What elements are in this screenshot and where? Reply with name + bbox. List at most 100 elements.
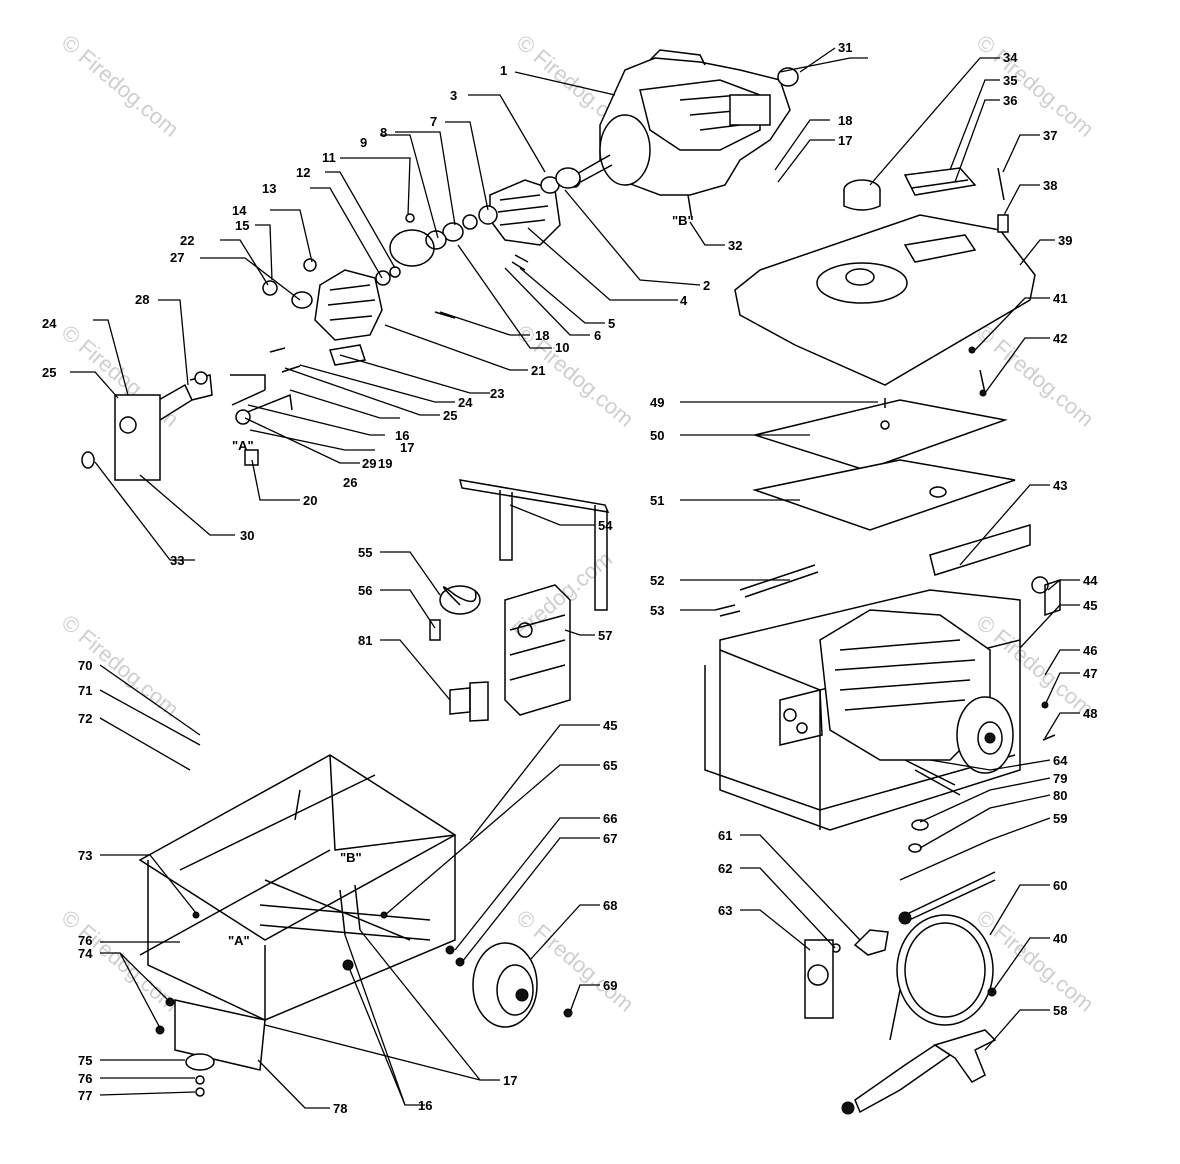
callout-17b: 17 — [503, 1073, 517, 1088]
callout-labels: 1 2 3 4 5 6 7 8 9 10 11 12 13 14 15 16 1… — [42, 40, 1098, 1116]
callout-47: 47 — [1083, 666, 1097, 681]
callout-45b: 45 — [603, 718, 617, 733]
watermark: © Firedog.com — [972, 30, 1099, 142]
handle-and-controls-illustration — [429, 479, 610, 722]
callout-81: 81 — [358, 633, 372, 648]
frame-illustration — [138, 754, 465, 1097]
callout-73: 73 — [78, 848, 92, 863]
callout-24b: 24 — [42, 316, 57, 331]
callout-21: 21 — [531, 363, 545, 378]
callout-31: 31 — [838, 40, 852, 55]
callout-66: 66 — [603, 811, 617, 826]
callout-9: 9 — [360, 135, 367, 150]
callout-22: 22 — [180, 233, 194, 248]
callout-4: 4 — [680, 293, 688, 308]
callout-19: 19 — [378, 456, 392, 471]
callout-23: 23 — [490, 386, 504, 401]
callout-32: 32 — [728, 238, 742, 253]
section-marker-b-frame: "B" — [340, 850, 362, 865]
callout-38: 38 — [1043, 178, 1057, 193]
callout-40: 40 — [1053, 931, 1067, 946]
callout-61: 61 — [718, 828, 732, 843]
callout-16b: 16 — [418, 1098, 432, 1113]
callout-28: 28 — [135, 292, 149, 307]
callout-15: 15 — [235, 218, 249, 233]
callout-18b: 18 — [838, 113, 852, 128]
callout-43: 43 — [1053, 478, 1067, 493]
callout-33: 33 — [170, 553, 184, 568]
callout-27: 27 — [170, 250, 184, 265]
callout-44: 44 — [1083, 573, 1098, 588]
callout-52: 52 — [650, 573, 664, 588]
callout-50: 50 — [650, 428, 664, 443]
callout-1: 1 — [500, 63, 507, 78]
callout-20: 20 — [303, 493, 317, 508]
callout-25b: 25 — [42, 365, 56, 380]
callout-48: 48 — [1083, 706, 1097, 721]
callout-10: 10 — [555, 340, 569, 355]
leader-lines — [70, 47, 1080, 1109]
callout-54: 54 — [598, 518, 613, 533]
callout-24: 24 — [458, 395, 473, 410]
callout-18: 18 — [535, 328, 549, 343]
callout-25: 25 — [443, 408, 457, 423]
callout-60: 60 — [1053, 878, 1067, 893]
callout-3: 3 — [450, 88, 457, 103]
callout-57: 57 — [598, 628, 612, 643]
callout-56: 56 — [358, 583, 372, 598]
callout-16: 16 — [395, 428, 409, 443]
callout-46: 46 — [1083, 643, 1097, 658]
callout-72: 72 — [78, 711, 92, 726]
panels-illustration — [714, 398, 1031, 617]
callout-8: 8 — [380, 125, 387, 140]
callout-51: 51 — [650, 493, 664, 508]
callout-26: 26 — [343, 475, 357, 490]
callout-17c: 17 — [838, 133, 852, 148]
callout-11: 11 — [322, 150, 336, 165]
watermark: © Firedog.com — [57, 30, 184, 142]
callout-75: 75 — [78, 1053, 92, 1068]
callout-58: 58 — [1053, 1003, 1067, 1018]
callout-49: 49 — [650, 395, 664, 410]
callout-12: 12 — [296, 165, 310, 180]
callout-74: 74 — [78, 946, 93, 961]
callout-17: 17 — [400, 440, 414, 455]
callout-35: 35 — [1003, 73, 1017, 88]
callout-53: 53 — [650, 603, 664, 618]
callout-69: 69 — [603, 978, 617, 993]
callout-39: 39 — [1058, 233, 1072, 248]
watermark: © Firedog.com — [972, 905, 1099, 1017]
callout-5: 5 — [608, 316, 615, 331]
callout-6: 6 — [594, 328, 601, 343]
callout-68: 68 — [603, 898, 617, 913]
fuel-tank-illustration — [687, 167, 1036, 394]
callout-13: 13 — [262, 181, 276, 196]
pump-assembly-illustration — [81, 167, 581, 481]
callout-37: 37 — [1043, 128, 1057, 143]
callout-14: 14 — [232, 203, 247, 218]
wheel-hose-gun-illustration — [472, 346, 1056, 1115]
section-marker-b: "B" — [672, 213, 694, 228]
section-marker-a: "A" — [232, 438, 254, 453]
callout-80: 80 — [1053, 788, 1067, 803]
callout-59: 59 — [1053, 811, 1067, 826]
callout-34: 34 — [1003, 50, 1018, 65]
callout-29: 29 — [362, 456, 376, 471]
section-marker-a-frame: "A" — [228, 933, 250, 948]
callout-65: 65 — [603, 758, 617, 773]
callout-2: 2 — [703, 278, 710, 293]
watermark: © Firedog.com — [972, 320, 1099, 432]
callout-78: 78 — [333, 1101, 347, 1116]
callout-45: 45 — [1083, 598, 1097, 613]
engine-illustration — [569, 49, 799, 196]
callout-41: 41 — [1053, 291, 1067, 306]
callout-30: 30 — [240, 528, 254, 543]
callout-76b: 76 — [78, 933, 92, 948]
callout-62: 62 — [718, 861, 732, 876]
callout-64: 64 — [1053, 753, 1068, 768]
callout-79: 79 — [1053, 771, 1067, 786]
callout-7: 7 — [430, 114, 437, 129]
callout-36: 36 — [1003, 93, 1017, 108]
callout-67: 67 — [603, 831, 617, 846]
